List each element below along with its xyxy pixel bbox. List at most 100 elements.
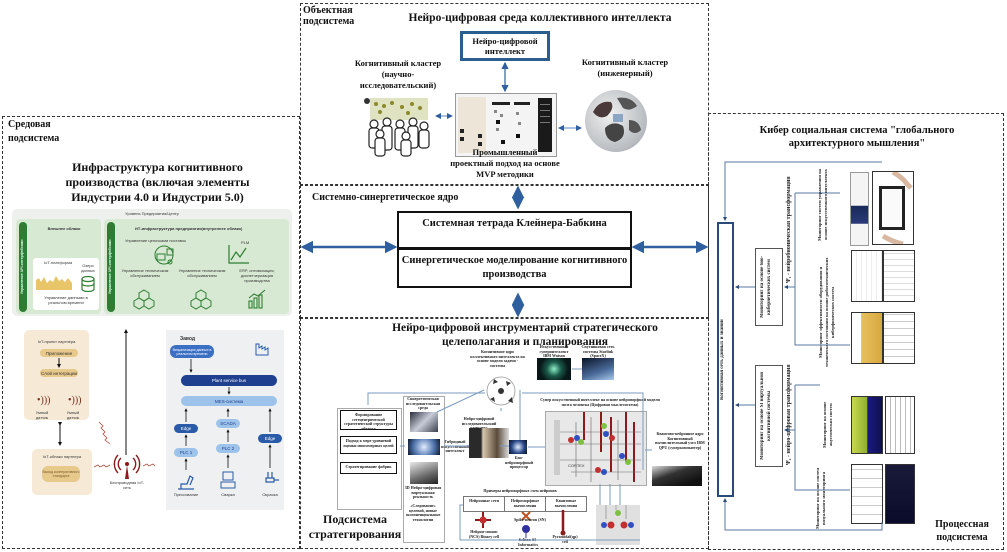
sensor-icon-2: •))) [68,395,82,406]
chart-thumb-3 [851,312,883,364]
neuro-lab-image [469,428,509,458]
realtime-chart-icon [36,276,72,290]
supply-chain-label: Управление цепочками поставок [125,238,186,243]
api-bar-right [107,222,115,312]
erp-label: ERP, оптимизация, диспетчеризация произв… [239,268,275,283]
legend-item-4: Pyramidal(qp) cell [552,534,578,544]
strategy-title: Нейро-цифровой инструментарий стратегиче… [392,322,658,348]
object-subsystem [300,3,709,185]
op-paint-label: Окраска [262,492,278,497]
cubes-icon-1 [133,289,155,310]
bio-processor-image [509,440,527,454]
wireless-network-label: Беспроводная IoT-сеть [109,480,145,490]
core-label: Системно-синергетическое ядро [312,192,459,203]
super-ai-diagram: CORTEX [545,411,647,486]
chart-thumb-1 [851,250,883,302]
neuron-legend-title: Примеры нейроморфных схем нейронов [483,488,557,493]
super-ai-label: Супер искусственный интеллект на основе … [540,397,660,407]
edge-pill-1: Edge [174,424,198,433]
object-subsystem-label: Объектная подсистема [303,5,355,27]
environment-subsystem [2,116,300,549]
op-press-label: Прессование [173,492,199,497]
bio-monitor-box [755,248,783,326]
mvp-approach-label: Промышленный проектный подход на основе … [450,147,560,179]
plc1-pill: PLC 1 [174,448,198,457]
quantum-core-label: Квантово-нейронное ядро Когнитивный вычи… [655,431,705,450]
engineering-cluster-label: Когнитивный кластер (инженерный) [581,57,669,78]
bio-processor-label: Био-нейроморфный процессор [505,455,533,469]
sensor-icon-1: •))) [37,395,51,406]
plm-chart-icon [228,245,249,264]
strategy-subsystem-label: Подсистема стратегирования [308,512,402,541]
app-pill: Приложение [40,349,78,357]
quantum-computer-image [652,466,702,486]
si-monitor-box [755,365,783,467]
neuromorphic-mini-diagram [596,505,640,545]
realtime-visualization-pill: Визуализация данных в реальном времени [170,345,214,358]
neuron-legend-table: Нейронные сети Нейроморфные вычисления К… [463,496,587,512]
maintenance-label-1: Управление техническим обслуживанием [121,268,169,278]
plant-arrows [184,359,272,470]
chart-thumb-2 [883,250,915,302]
synergy-column [403,396,445,543]
vr-image [410,462,438,484]
environment-subsystem-title: Инфраструктура когнитивного производства… [65,160,250,204]
synergy-env-image [410,412,438,432]
partner-cloud-label: IoT-облако партнера [42,454,82,459]
environment-subsystem-label: Средовая подсистема [8,119,60,144]
spike-neuron-icon [521,511,531,521]
smart-sensor-label-2: Умный датчик [66,410,80,420]
process-subsystem-title: Кибер социальная система "глобального ар… [759,125,955,149]
legend-col-2: Нейроморфные вычисления [505,497,546,511]
it-infrastructure-label: ИТ-инфраструктура предприятия(внутреннее… [135,226,243,231]
welding-icon [220,471,236,489]
factory-icon [255,343,269,356]
partner-arrows [57,329,156,468]
plm-label: PLM [241,240,250,245]
legend-item-2: Spike-neuron (SN) [514,517,546,522]
legend-item-1: Нейрон-синапс (NCS) Binary cell [468,529,500,539]
knowledge-bus [717,222,734,497]
plant-label: Завод [180,336,196,342]
plc2-pill: PLC 2 [216,444,240,453]
legend-col-1: Нейронные сети [464,497,505,511]
chart-thumb-4 [883,312,915,364]
process-subsystem [708,113,1004,550]
visual-monitor-image-1 [851,464,883,524]
ai-dashboard-image [850,172,869,246]
research-cluster-label: Когнитивный кластер (научно-исследовател… [354,58,442,90]
synergy-env-label: Синергетическая исследовательская среда [405,396,441,410]
ibm-watson-label: Искусственный суперинтеллект IBM Watson [539,344,569,358]
partner-iot-label: IoT-проект партнера [37,339,76,344]
acoustic-table-image [885,396,915,454]
ibm-watson-image [537,358,571,380]
enterprise-level-label: Уровень Предприятия/Центр [125,211,179,216]
visual-monitor-image-2 [885,464,915,524]
starlink-label: Спутниковая сеть системы Starlink (Space… [581,344,615,358]
integration-layer-pill: Слой интеграции [40,369,78,377]
painting-icon [265,472,279,483]
realtime-data-label: Управление данными в реальном времени [44,295,88,305]
scada-pill: SCADA [216,419,240,428]
neuro-digital-intellect-box: Нейро-цифровой интеллект [460,31,550,61]
external-cloud-label: Внешнее облако [47,226,81,231]
edge-pill-2: Edge [258,434,282,443]
engineering-globe-image [585,90,647,152]
strategy-box-3: Стратегирование фабрик [340,462,397,474]
synergetic-modeling-box: Синергетическое моделирование когнитивно… [397,248,632,288]
starlink-image [582,358,614,380]
op-weld-label: Сварка [221,492,235,497]
acoustic-spectrogram-image [851,396,883,454]
erp-chart-icon [248,289,266,309]
mes-system-pill: MES-система [181,396,277,406]
wireless-tower-icon [113,454,141,479]
supply-chain-icon [154,245,174,265]
database-icon [81,276,95,292]
soliton-icon [522,525,530,538]
strategy-box-2: Подход к мере уровневой оценки многомерн… [340,436,397,454]
data-lake-label: Озеро данных [81,263,95,273]
strategy-left-group [337,408,402,510]
cooperative-standard-pill: Выход кооперативного стандарта [42,466,80,482]
